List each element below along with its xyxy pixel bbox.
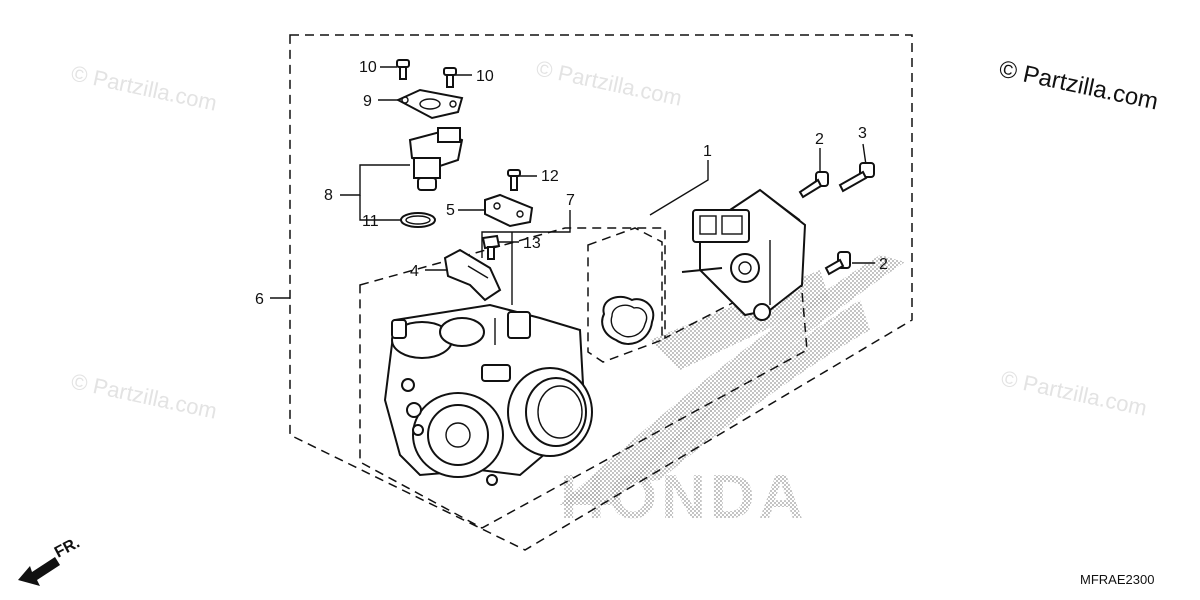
throttle-body xyxy=(383,303,593,486)
part-12-screw xyxy=(507,169,521,191)
callout-12: 12 xyxy=(541,168,559,185)
watermark-4: © Partzilla.com xyxy=(999,365,1149,420)
callout-7: 7 xyxy=(566,192,575,209)
leader-lines xyxy=(270,66,875,305)
watermark-1: © Partzilla.com xyxy=(69,60,219,115)
callout-1: 1 xyxy=(703,143,712,160)
callout-4: 4 xyxy=(410,263,419,280)
bolt-10b xyxy=(443,67,457,88)
callout-2b: 2 xyxy=(879,256,888,273)
part-9-plate xyxy=(395,88,464,120)
front-label: FR. xyxy=(52,534,83,561)
callout-10a: 10 xyxy=(359,59,377,76)
part-2-screw-a xyxy=(798,171,829,199)
part-13-bolt xyxy=(481,234,501,260)
assembly-boundary-6 xyxy=(289,34,913,551)
callout-11: 11 xyxy=(362,213,379,230)
callout-10b: 10 xyxy=(476,68,494,85)
gasket xyxy=(601,295,655,345)
part-3-bolt xyxy=(838,162,875,193)
watermark-corner: © Partzilla.com xyxy=(997,55,1161,115)
callout-9: 9 xyxy=(363,93,372,110)
part-4-bracket xyxy=(443,248,502,302)
part-11-oring-inner xyxy=(405,215,431,225)
callout-5: 5 xyxy=(446,202,455,219)
diagram-code: MFRAE2300 xyxy=(1080,572,1154,587)
callout-3: 3 xyxy=(858,125,867,142)
callout-2a: 2 xyxy=(815,131,824,148)
throttle-sensor-unit xyxy=(681,188,807,321)
callout-13: 13 xyxy=(523,235,541,252)
front-arrow-icon xyxy=(18,557,60,586)
gasket-box xyxy=(587,227,663,363)
part-5-plate xyxy=(484,193,534,228)
watermark-3: © Partzilla.com xyxy=(69,368,219,423)
bolt-10a xyxy=(396,59,410,80)
callout-8: 8 xyxy=(324,187,333,204)
part-2-screw-b xyxy=(824,251,851,276)
watermark-2: © Partzilla.com xyxy=(534,55,684,110)
honda-brand-watermark: HONDA xyxy=(560,463,807,532)
part-8-sensor xyxy=(408,127,464,191)
callout-6: 6 xyxy=(255,291,264,308)
